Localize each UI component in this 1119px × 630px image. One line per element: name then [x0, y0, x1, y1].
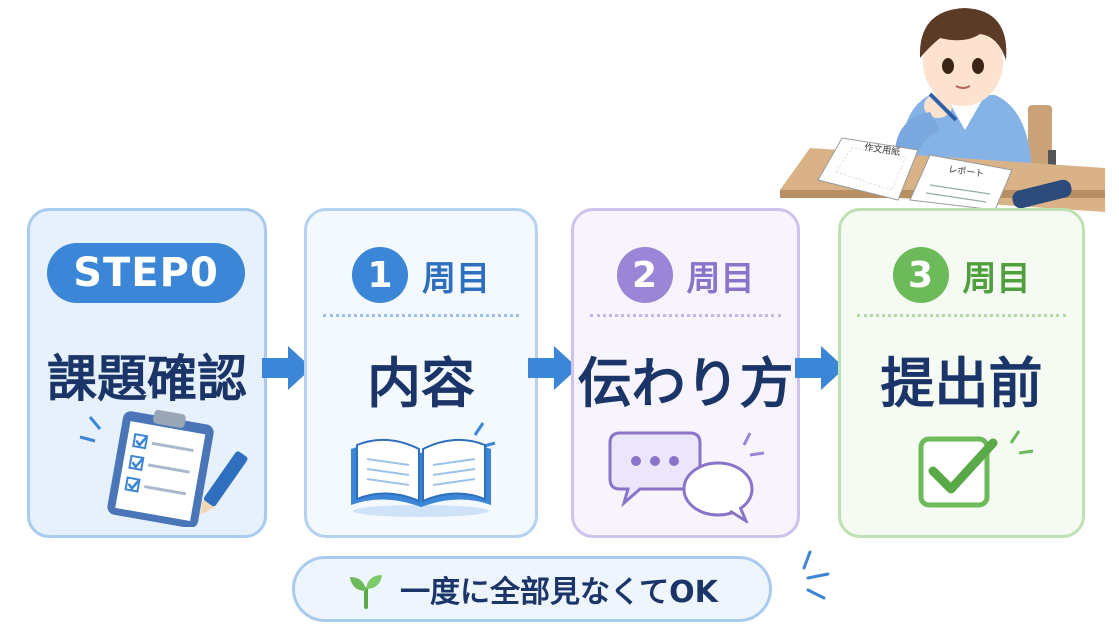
hair [919, 8, 1007, 60]
divider [590, 314, 781, 317]
round2-title: 伝わり方 [577, 352, 794, 415]
round2-number: 2 [616, 247, 673, 303]
right-eye [972, 58, 984, 74]
hand [924, 94, 952, 118]
left-eye [942, 58, 954, 74]
report-label: レポート [948, 164, 985, 180]
round2-card: 2 周目 伝わり方 [571, 208, 800, 538]
round2-label: 周目 [686, 258, 755, 299]
pencil-case [1012, 179, 1072, 209]
step0-title: 課題確認 [47, 350, 247, 408]
round2-header: 2 周目 [574, 247, 797, 303]
round3-title: 提出前 [880, 352, 1043, 415]
round1-card: 1 周目 内容 [304, 208, 538, 538]
arrow-right-icon [795, 346, 845, 390]
round1-number: 1 [352, 247, 408, 303]
step0-card: STEP0 課題確認 [27, 208, 267, 538]
footer-text: 一度に全部見なくてOK [400, 575, 718, 610]
round3-number: 3 [892, 247, 949, 303]
pen [928, 92, 958, 122]
face [923, 18, 1003, 106]
round3-card: 3 周目 提出前 [838, 208, 1085, 538]
report-paper: レポート [909, 154, 1013, 211]
sparkle-lines [802, 550, 830, 600]
round1-title: 内容 [367, 352, 475, 415]
student-illustration: 作文用紙 レポート [780, 8, 1105, 212]
mouth [955, 85, 971, 89]
checkbox-icon [918, 430, 1034, 508]
round3-label: 周目 [962, 258, 1031, 299]
footer-note: 一度に全部見なくてOK [292, 556, 772, 622]
arrow-right-icon [528, 346, 578, 390]
clipboard-checklist-icon [79, 409, 248, 527]
divider [857, 314, 1066, 317]
arrow-right-icon [262, 346, 312, 390]
round1-header: 1 周目 [307, 247, 535, 303]
round1-label: 周目 [422, 258, 490, 299]
sprout-icon [350, 575, 383, 609]
divider [323, 314, 519, 317]
open-book-icon [351, 422, 496, 517]
speech-bubbles-icon [608, 431, 765, 523]
step0-badge: STEP0 [47, 243, 245, 303]
round3-header: 3 周目 [841, 247, 1082, 303]
